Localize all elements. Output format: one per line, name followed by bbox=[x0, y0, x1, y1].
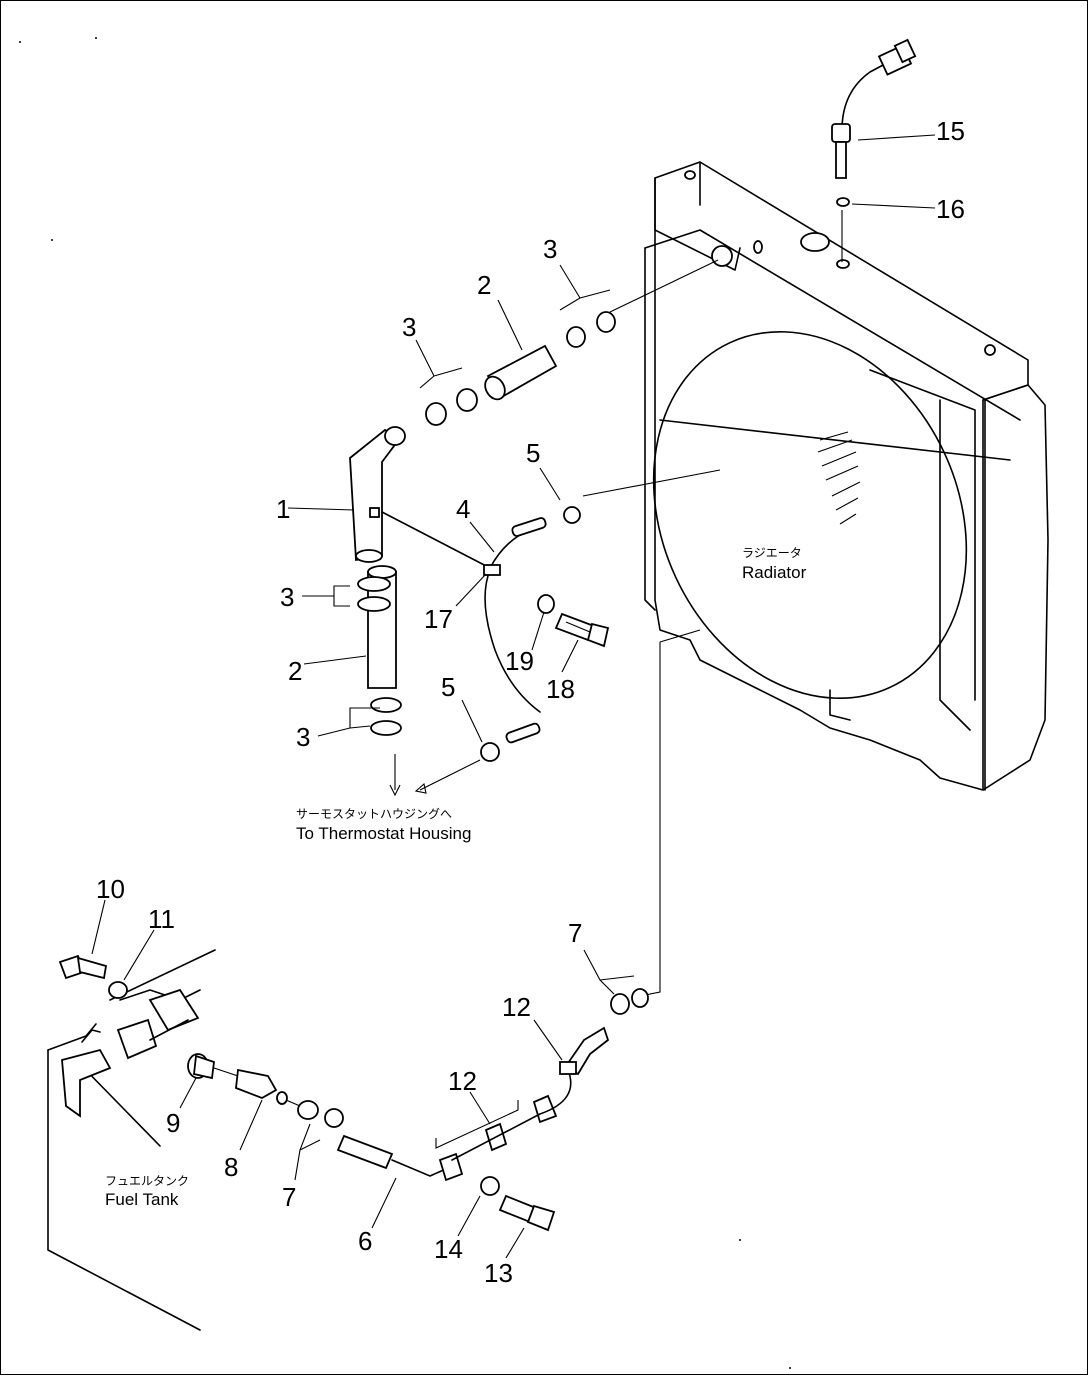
fueltank-label-en: Fuel Tank bbox=[105, 1190, 179, 1209]
callout-7-upper: 7 bbox=[568, 918, 582, 948]
temperature-sensor bbox=[831, 38, 917, 262]
callout-10: 10 bbox=[96, 874, 125, 904]
callout-leaders-lower bbox=[91, 899, 635, 1259]
radiator-label-en: Radiator bbox=[742, 563, 807, 582]
fuel-tank bbox=[47, 949, 216, 1331]
callout-3-c: 3 bbox=[280, 582, 294, 612]
callout-14: 14 bbox=[434, 1234, 463, 1264]
callout-12-upper: 12 bbox=[502, 992, 531, 1022]
callout-3-b: 3 bbox=[402, 312, 416, 342]
fuel-return-line bbox=[58, 954, 649, 1232]
callout-2-upper: 2 bbox=[477, 270, 491, 300]
callout-18: 18 bbox=[546, 674, 575, 704]
callout-13: 13 bbox=[484, 1258, 513, 1288]
scan-specks bbox=[19, 37, 791, 1369]
callout-19: 19 bbox=[505, 646, 534, 676]
fueltank-label-jp: フュエルタンク bbox=[105, 1174, 189, 1188]
callout-11: 11 bbox=[148, 904, 175, 934]
callout-4: 4 bbox=[456, 494, 470, 524]
callout-6: 6 bbox=[358, 1226, 372, 1256]
callout-1: 1 bbox=[276, 494, 290, 524]
radiator bbox=[644, 161, 1049, 791]
callout-9: 9 bbox=[166, 1108, 180, 1138]
callout-15: 15 bbox=[936, 116, 965, 146]
callout-3-a: 3 bbox=[543, 234, 557, 264]
vent-tube-assembly bbox=[381, 506, 610, 762]
callout-5-upper: 5 bbox=[526, 438, 540, 468]
thermostat-label-jp: サーモスタットハウジングへ bbox=[296, 807, 452, 821]
callout-5-lower: 5 bbox=[441, 672, 455, 702]
callout-8: 8 bbox=[224, 1152, 238, 1182]
thermostat-label-en: To Thermostat Housing bbox=[296, 824, 471, 843]
callout-17: 17 bbox=[424, 604, 453, 634]
radiator-label-jp: ラジエータ bbox=[742, 546, 802, 560]
callout-numbers: 1 2 2 3 3 3 3 4 5 5 6 7 7 8 9 10 11 12 1… bbox=[96, 116, 965, 1288]
callout-16: 16 bbox=[936, 194, 965, 224]
water-hose-assembly bbox=[349, 311, 616, 736]
callout-2-lower: 2 bbox=[288, 656, 302, 686]
callout-12-lower: 12 bbox=[448, 1066, 477, 1096]
callout-7-lower: 7 bbox=[282, 1182, 296, 1212]
callout-3-d: 3 bbox=[296, 722, 310, 752]
callout-leaders bbox=[287, 134, 936, 743]
